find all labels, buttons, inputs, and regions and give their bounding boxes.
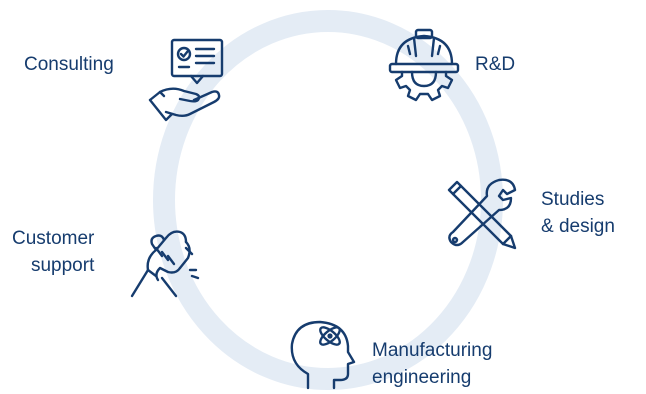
label-customer-line-1: Customer xyxy=(12,228,95,249)
label-consulting-line-1: Consulting xyxy=(24,54,114,75)
label-manufacturing-engineering: Manufacturing engineering xyxy=(372,337,492,391)
label-manufacturing-line-2: engineering xyxy=(372,367,472,388)
handshake-icon xyxy=(126,222,208,304)
label-studies-line-1: Studies xyxy=(541,189,605,210)
label-rd: R&D xyxy=(475,51,515,78)
label-consulting: Consulting xyxy=(24,51,114,78)
wrench-pencil-icon xyxy=(441,174,521,254)
label-customer-support: Customer support xyxy=(12,225,94,279)
label-manufacturing-line-1: Manufacturing xyxy=(372,340,493,361)
label-rd-line-1: R&D xyxy=(475,54,516,75)
engineer-helmet-gear-icon xyxy=(384,24,464,104)
head-atom-icon xyxy=(286,318,362,390)
label-studies-design: Studies & design xyxy=(541,186,615,240)
label-customer-line-2: support xyxy=(30,255,95,276)
label-studies-line-2: & design xyxy=(541,216,615,237)
consulting-icon xyxy=(146,36,230,126)
